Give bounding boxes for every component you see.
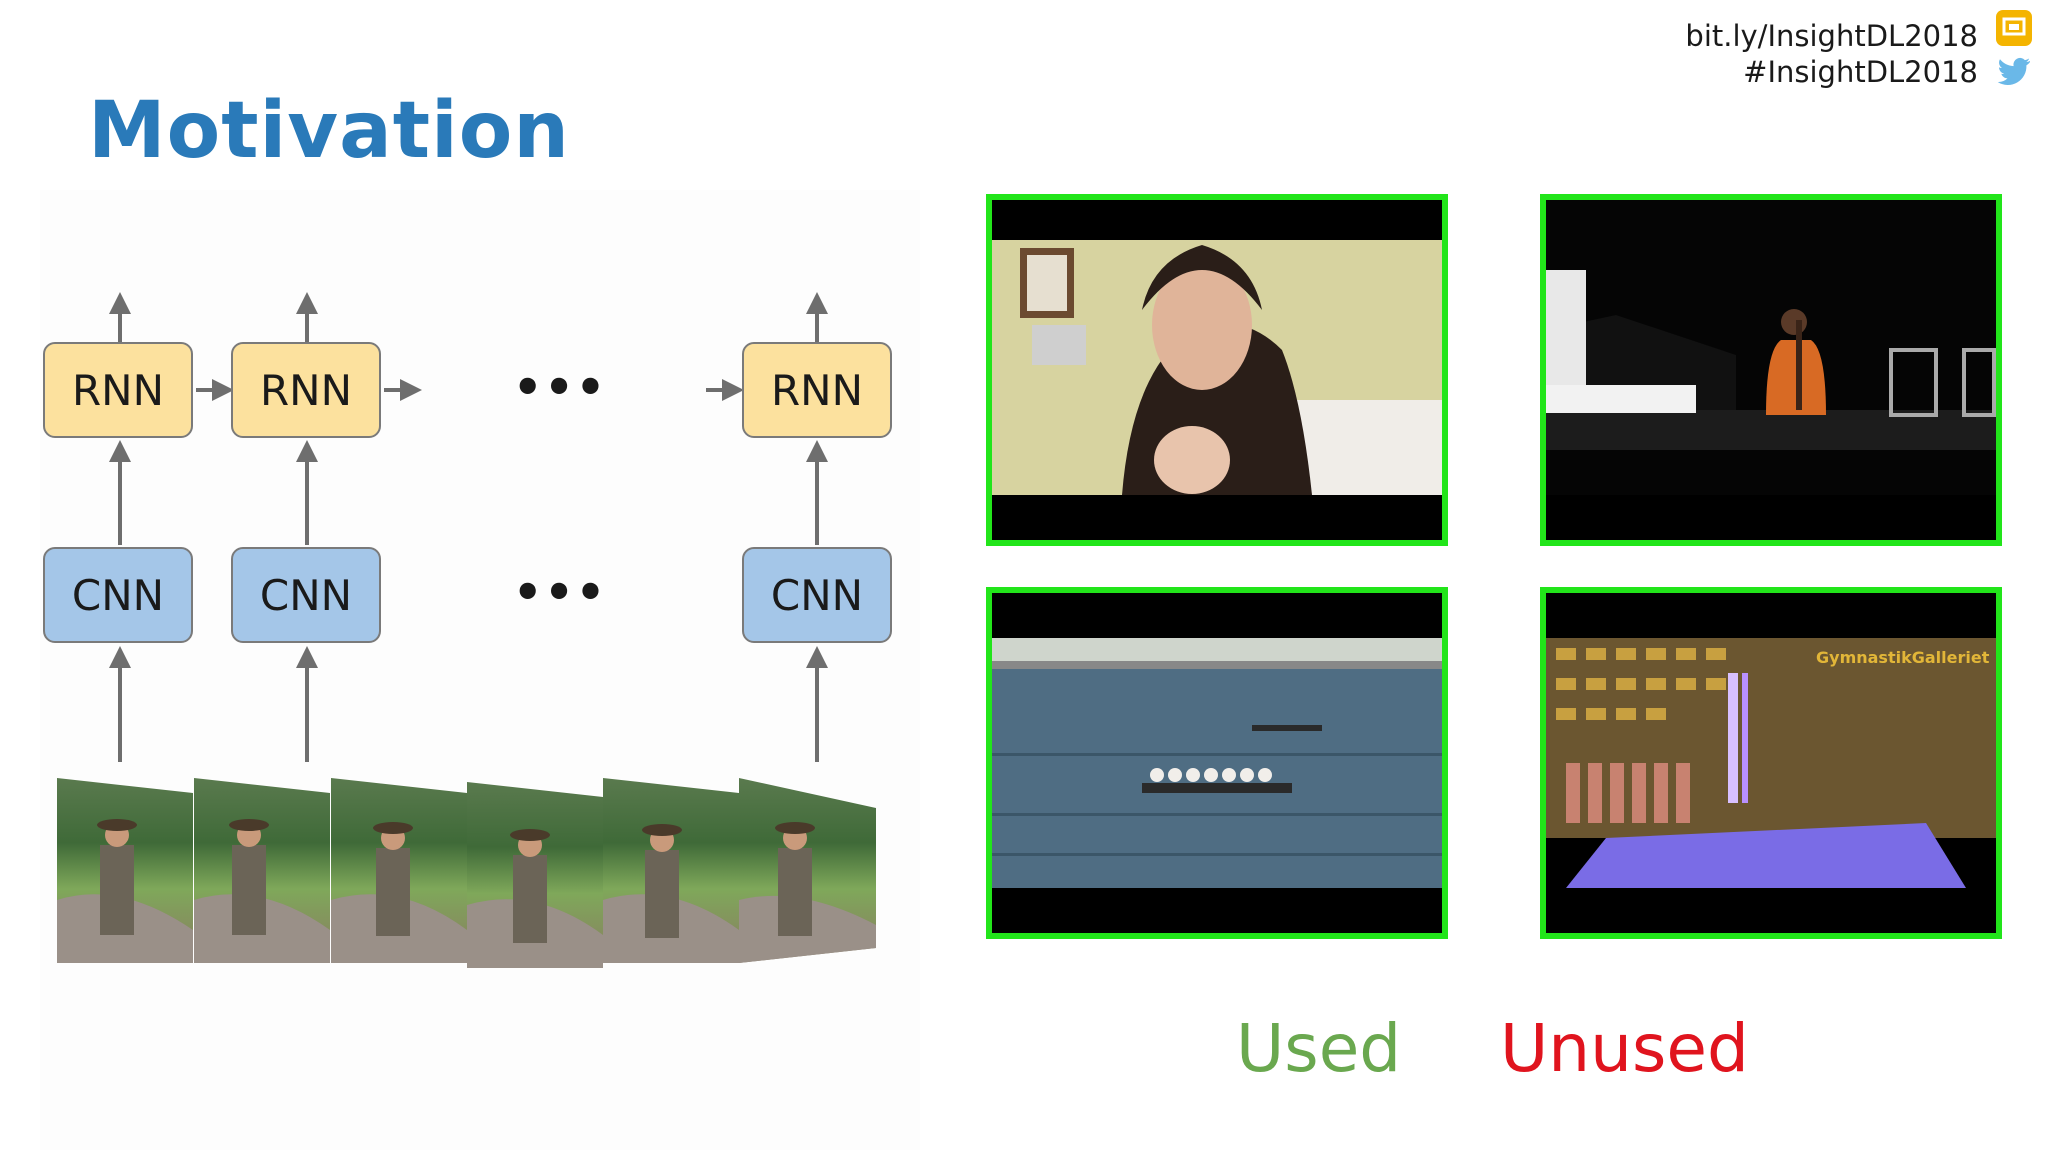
frame-2 — [194, 778, 330, 963]
legend-unused: Unused — [1500, 1010, 1749, 1087]
video-thumb-vlog[interactable] — [986, 194, 1448, 546]
slides-link[interactable]: bit.ly/InsightDL2018 — [1685, 19, 1978, 53]
gymnastics-overlay-text: GymnastikGalleriet — [1816, 648, 1990, 667]
cnn-block-1: CNN — [43, 547, 193, 643]
cnn-block-2: CNN — [231, 547, 381, 643]
slide-title: Motivation — [88, 86, 570, 176]
rnn-block-2: RNN — [231, 342, 381, 438]
rnn-block-1: RNN — [43, 342, 193, 438]
twitter-icon[interactable] — [1994, 52, 2034, 92]
frame-1 — [57, 778, 193, 963]
video-thumb-rowing[interactable] — [986, 587, 1448, 939]
cnn-block-3: CNN — [742, 547, 892, 643]
frame-5 — [603, 778, 739, 963]
legend-used: Used — [1236, 1010, 1402, 1087]
rnn-block-3: RNN — [742, 342, 892, 438]
frame-3 — [331, 778, 467, 963]
google-slides-icon[interactable] — [1994, 8, 2034, 48]
header-links: bit.ly/InsightDL2018 #InsightDL2018 — [1685, 18, 1978, 90]
frame-6 — [739, 778, 876, 963]
video-thumb-cello[interactable] — [1540, 194, 2002, 546]
frame-4 — [467, 782, 603, 968]
video-thumb-gymnastics[interactable]: GymnastikGalleriet — [1540, 587, 2002, 939]
hashtag: #InsightDL2018 — [1743, 55, 1978, 89]
